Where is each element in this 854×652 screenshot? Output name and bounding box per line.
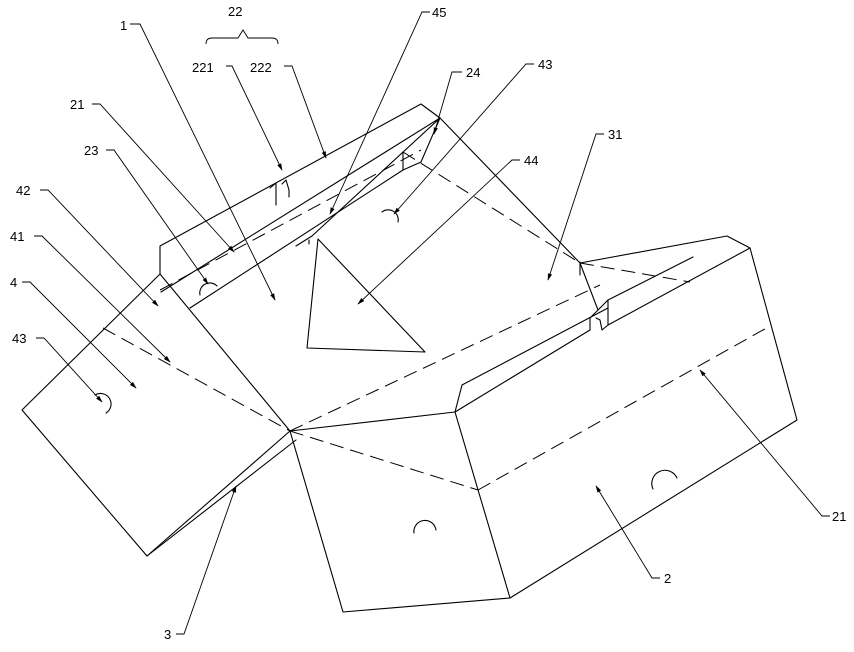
reference-labels: 22 221 222 1 45 24 43 21 23 44 31 42 41 …: [10, 4, 846, 642]
label-45: 45: [432, 5, 446, 20]
notch-22: [270, 180, 289, 205]
label-21-right: 21: [832, 509, 846, 524]
label-221: 221: [192, 60, 214, 75]
label-222: 222: [250, 60, 272, 75]
label-2: 2: [664, 571, 671, 586]
label-41: 41: [10, 229, 24, 244]
label-4: 4: [10, 275, 17, 290]
fold-lines: [103, 150, 770, 490]
label-24: 24: [466, 65, 480, 80]
label-21-left: 21: [70, 97, 84, 112]
right-box-2: [290, 236, 797, 612]
leader-lines: [22, 12, 830, 634]
label-3: 3: [164, 627, 171, 642]
left-flap-4: [22, 274, 296, 556]
label-43-left: 43: [12, 331, 26, 346]
label-22: 22: [228, 4, 242, 19]
label-43-top: 43: [538, 57, 552, 72]
panel-44: [307, 239, 425, 352]
label-42: 42: [16, 183, 30, 198]
label-44: 44: [524, 153, 538, 168]
label-1: 1: [120, 18, 127, 33]
label-31: 31: [608, 127, 622, 142]
top-panel-outline: [160, 104, 580, 308]
label-23: 23: [84, 143, 98, 158]
